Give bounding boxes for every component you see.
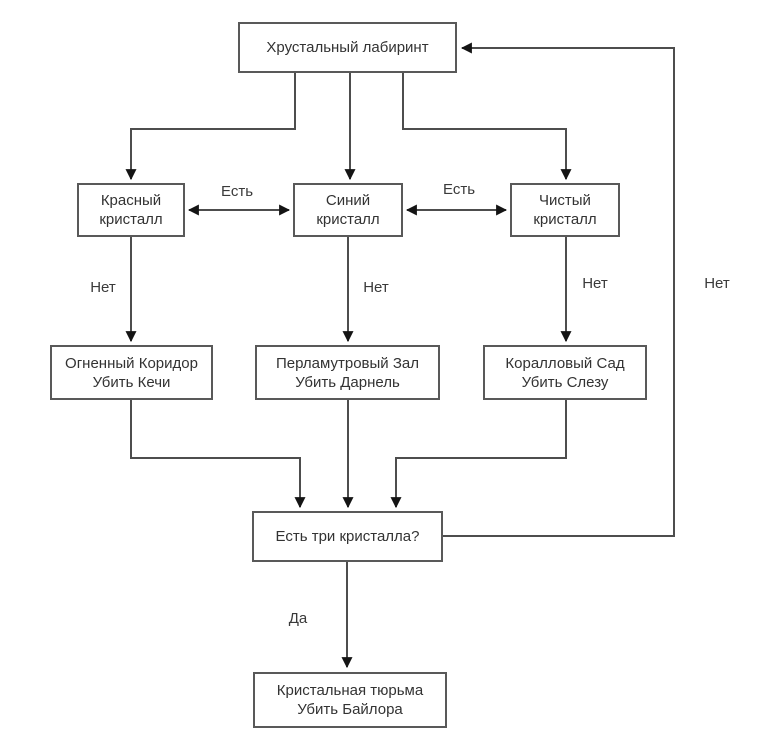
node-crystal-labyrinth: Хрустальный лабиринт	[238, 22, 457, 73]
edge-start-to-red	[125, 73, 296, 181]
node-label-line1: Коралловый Сад	[505, 354, 625, 372]
node-label-line2: Убить Кечи	[92, 373, 171, 391]
edge-start-to-pure	[402, 73, 572, 181]
edge-label-yes: Да	[286, 610, 310, 627]
node-three-crystals-question: Есть три кристалла?	[252, 511, 443, 562]
edge-label-have-right: Есть	[440, 181, 478, 198]
edge-coral-to-question	[390, 400, 567, 509]
node-coral-garden: Коралловый Сад Убить Слезу	[483, 345, 647, 400]
node-label-line1: Огненный Коридор	[65, 354, 198, 372]
edge-question-to-start-feedback	[443, 42, 675, 537]
node-crystal-prison: Кристальная тюрьма Убить Байлора	[253, 672, 447, 728]
node-red-crystal: Красный кристалл	[77, 183, 185, 237]
node-label-line2: Убить Дарнель	[295, 373, 400, 391]
node-blue-crystal: Синий кристалл	[293, 183, 403, 237]
node-label-line2: Убить Слезу	[521, 373, 609, 391]
node-pure-crystal: Чистый кристалл	[510, 183, 620, 237]
node-label-line2: кристалл	[533, 211, 597, 228]
node-label-line1: Синий	[325, 192, 371, 209]
node-pearl-hall: Перламутровый Зал Убить Дарнель	[255, 345, 440, 400]
node-label: Есть три кристалла?	[275, 528, 420, 545]
node-label-line1: Чистый	[539, 192, 591, 209]
edge-label-no-right: Нет	[580, 275, 610, 292]
node-label-line2: кристалл	[316, 211, 380, 228]
edge-label-have-left: Есть	[218, 183, 256, 200]
node-label-line2: кристалл	[99, 211, 163, 228]
edge-label-no-middle: Нет	[361, 279, 391, 296]
node-label-line1: Перламутровый Зал	[275, 354, 420, 372]
edge-label-no-left: Нет	[88, 279, 118, 296]
node-label-line2: Убить Байлора	[297, 701, 403, 718]
node-label-line1: Кристальная тюрьма	[276, 682, 424, 699]
node-fire-corridor: Огненный Коридор Убить Кечи	[50, 345, 213, 400]
edge-label-no-feedback: Нет	[702, 275, 732, 292]
node-label-line1: Красный	[100, 192, 162, 209]
edge-fire-to-question	[130, 400, 306, 509]
node-label: Хрустальный лабиринт	[266, 39, 429, 56]
